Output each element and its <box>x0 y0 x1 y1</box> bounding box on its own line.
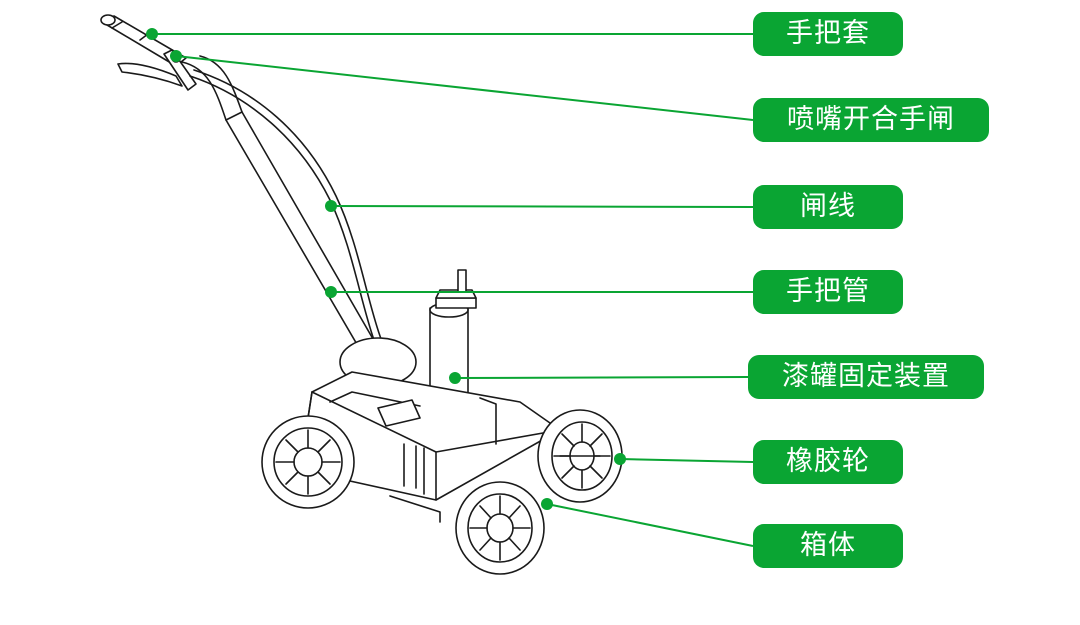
leader-line <box>619 458 754 463</box>
callout-dot <box>541 498 553 510</box>
callout-dot <box>146 28 158 40</box>
front-left-wheel <box>261 415 355 509</box>
callout-dot <box>325 286 337 298</box>
callout-dot <box>170 50 182 62</box>
callout-dot <box>614 453 626 465</box>
callout-leaders <box>146 28 754 547</box>
callout-label: 闸线 <box>753 185 903 229</box>
callout-label: 手把管 <box>753 270 903 314</box>
callout-label: 漆罐固定装置 <box>748 355 984 399</box>
callout-label: 喷嘴开合手闸 <box>753 98 989 142</box>
leader-line <box>175 55 754 121</box>
rear-right-wheel <box>537 409 623 503</box>
leader-line <box>330 205 754 208</box>
leader-line <box>454 376 749 379</box>
front-right-wheel <box>455 481 545 575</box>
callout-dot <box>325 200 337 212</box>
handle-joint <box>377 399 421 427</box>
callout-label: 橡胶轮 <box>753 440 903 484</box>
leader-line <box>546 503 754 547</box>
callout-label: 手把套 <box>753 12 903 56</box>
callout-dot <box>449 372 461 384</box>
callout-label: 箱体 <box>753 524 903 568</box>
